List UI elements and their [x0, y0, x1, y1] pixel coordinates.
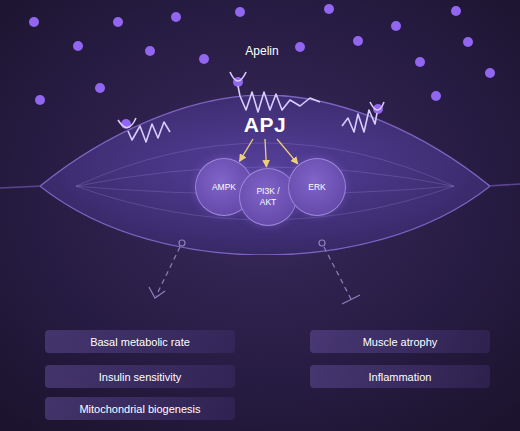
- receptor-name: APJ: [40, 113, 490, 137]
- inhibition-line: [324, 247, 351, 299]
- effect-box: Basal metabolic rate: [45, 330, 235, 353]
- pathway-name: ERK: [300, 182, 334, 193]
- receptor-symbol: [230, 72, 320, 112]
- effect-text: Mitochondrial biogenesis: [79, 403, 200, 415]
- line-origin: [179, 240, 185, 246]
- signal-arrow: [265, 139, 266, 167]
- signal-arrow: [240, 139, 253, 161]
- effect-box: Mitochondrial biogenesis: [45, 397, 235, 420]
- pathway-name: AMPK: [207, 182, 241, 193]
- effect-text: Muscle atrophy: [363, 336, 438, 348]
- effect-text: Basal metabolic rate: [90, 336, 190, 348]
- receptor-symbol: [118, 118, 170, 142]
- line-origin: [319, 240, 325, 246]
- receptor-symbol: [342, 102, 384, 132]
- apj-receptors: [118, 72, 384, 142]
- pathway-circle: ERK: [288, 158, 346, 216]
- effect-text: Insulin sensitivity: [99, 371, 182, 383]
- ligand-label: Apelin: [245, 44, 278, 58]
- effect-box: Inflammation: [310, 365, 490, 388]
- effect-box: Muscle atrophy: [310, 330, 490, 353]
- effect-text: Inflammation: [369, 371, 432, 383]
- fiber-membrane: [40, 95, 490, 255]
- effect-box: Insulin sensitivity: [45, 365, 235, 388]
- pathway-name: PI3K / AKT: [251, 186, 285, 208]
- pathway-circle: PI3K / AKT: [239, 168, 297, 226]
- inhibition-bar: [342, 295, 360, 304]
- activation-head: [149, 287, 165, 298]
- effect-lines: [149, 240, 360, 304]
- activation-line: [156, 247, 180, 296]
- muscle-fiber: APJ AMPK PI3K / AKT ERK: [40, 95, 490, 255]
- signal-arrow: [277, 139, 298, 164]
